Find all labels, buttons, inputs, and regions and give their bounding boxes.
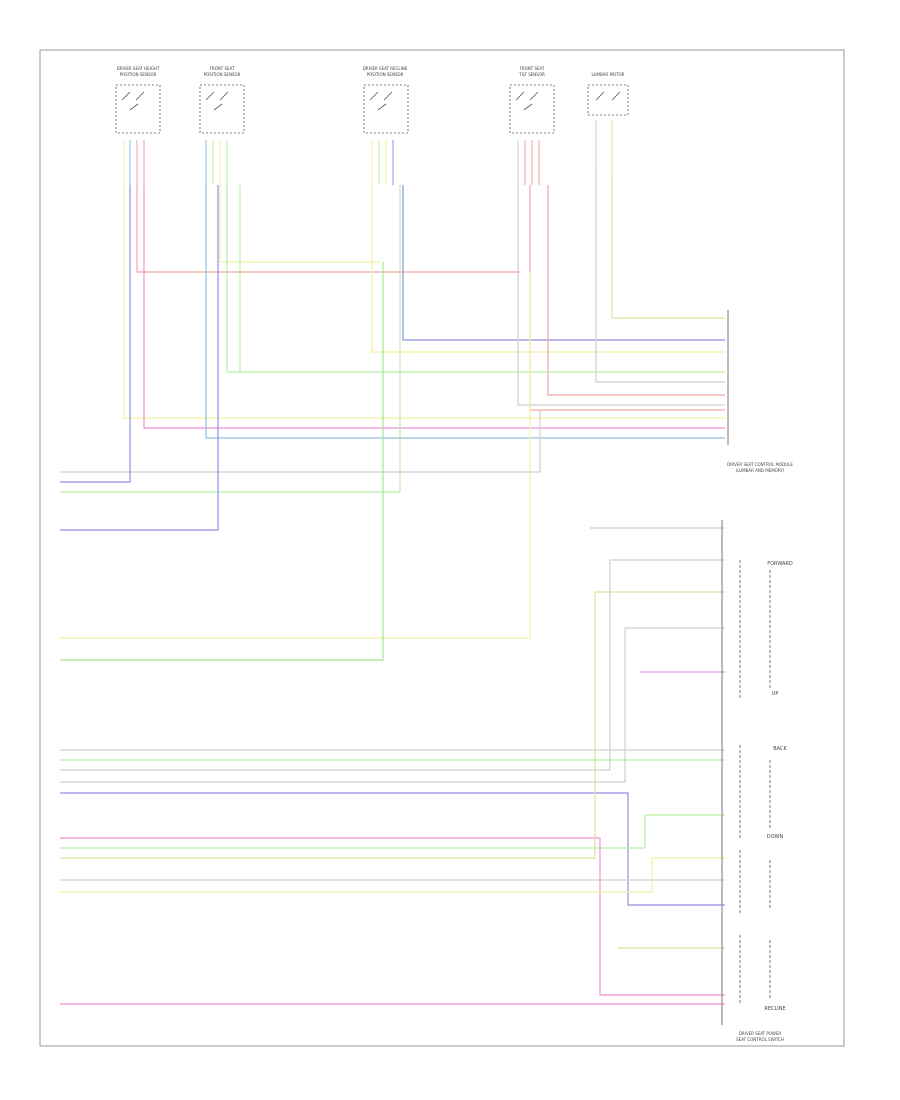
switch-recline-label: RECLINE — [764, 1006, 785, 1012]
lumbar-motor: LUMBAR MOTOR — [587, 72, 629, 116]
switch-forward-label: FORWARD — [767, 561, 793, 567]
sensor-height-label-1: DRIVER SEAT HEIGHT — [117, 66, 160, 71]
switch-module-title-1: DRIVER SEAT POWER — [739, 1031, 782, 1036]
switch-down-label: DOWN — [767, 834, 784, 840]
diagram-border — [39, 49, 845, 1047]
right-connector-module: DRIVER SEAT CONTROL MODULE (LUMBAR AND M… — [727, 310, 793, 473]
right-module-title-1: DRIVER SEAT CONTROL MODULE — [727, 462, 793, 467]
sensor-front-label-2: POSITION SENSOR — [204, 72, 241, 77]
sensor-recline-label-1: DRIVER SEAT RECLINE — [363, 66, 408, 71]
right-module-title-2: (LUMBAR AND MEMORY) — [736, 468, 785, 473]
switch-up-label: UP — [772, 691, 779, 697]
sensor-tilt-label-1: FRONT SEAT — [520, 66, 545, 71]
lumbar-motor-label: LUMBAR MOTOR — [592, 72, 625, 77]
sensor-front-position: FRONT SEAT POSITION SENSOR — [199, 66, 245, 134]
sensor-pins — [123, 120, 613, 185]
sensor-recline-label-2: POSITION SENSOR — [367, 72, 404, 77]
sensor-height-label-2: POSITION SENSOR — [120, 72, 157, 77]
wires-left — [60, 185, 725, 1005]
sensor-recline: DRIVER SEAT RECLINE POSITION SENSOR — [363, 66, 409, 134]
wires-top — [123, 170, 725, 439]
switch-module: FORWARD BACK UP DOWN RECLINE DRIVER SEAT… — [721, 520, 793, 1042]
switch-module-title-2: SEAT CONTROL SWITCH — [736, 1037, 784, 1042]
switch-back-label: BACK — [773, 746, 787, 752]
sensor-tilt-label-2: TILT SENSOR — [518, 72, 545, 77]
sensor-tilt: FRONT SEAT TILT SENSOR — [509, 66, 555, 134]
sensor-height: DRIVER SEAT HEIGHT POSITION SENSOR — [115, 66, 161, 134]
sensor-front-label-1: FRONT SEAT — [210, 66, 235, 71]
